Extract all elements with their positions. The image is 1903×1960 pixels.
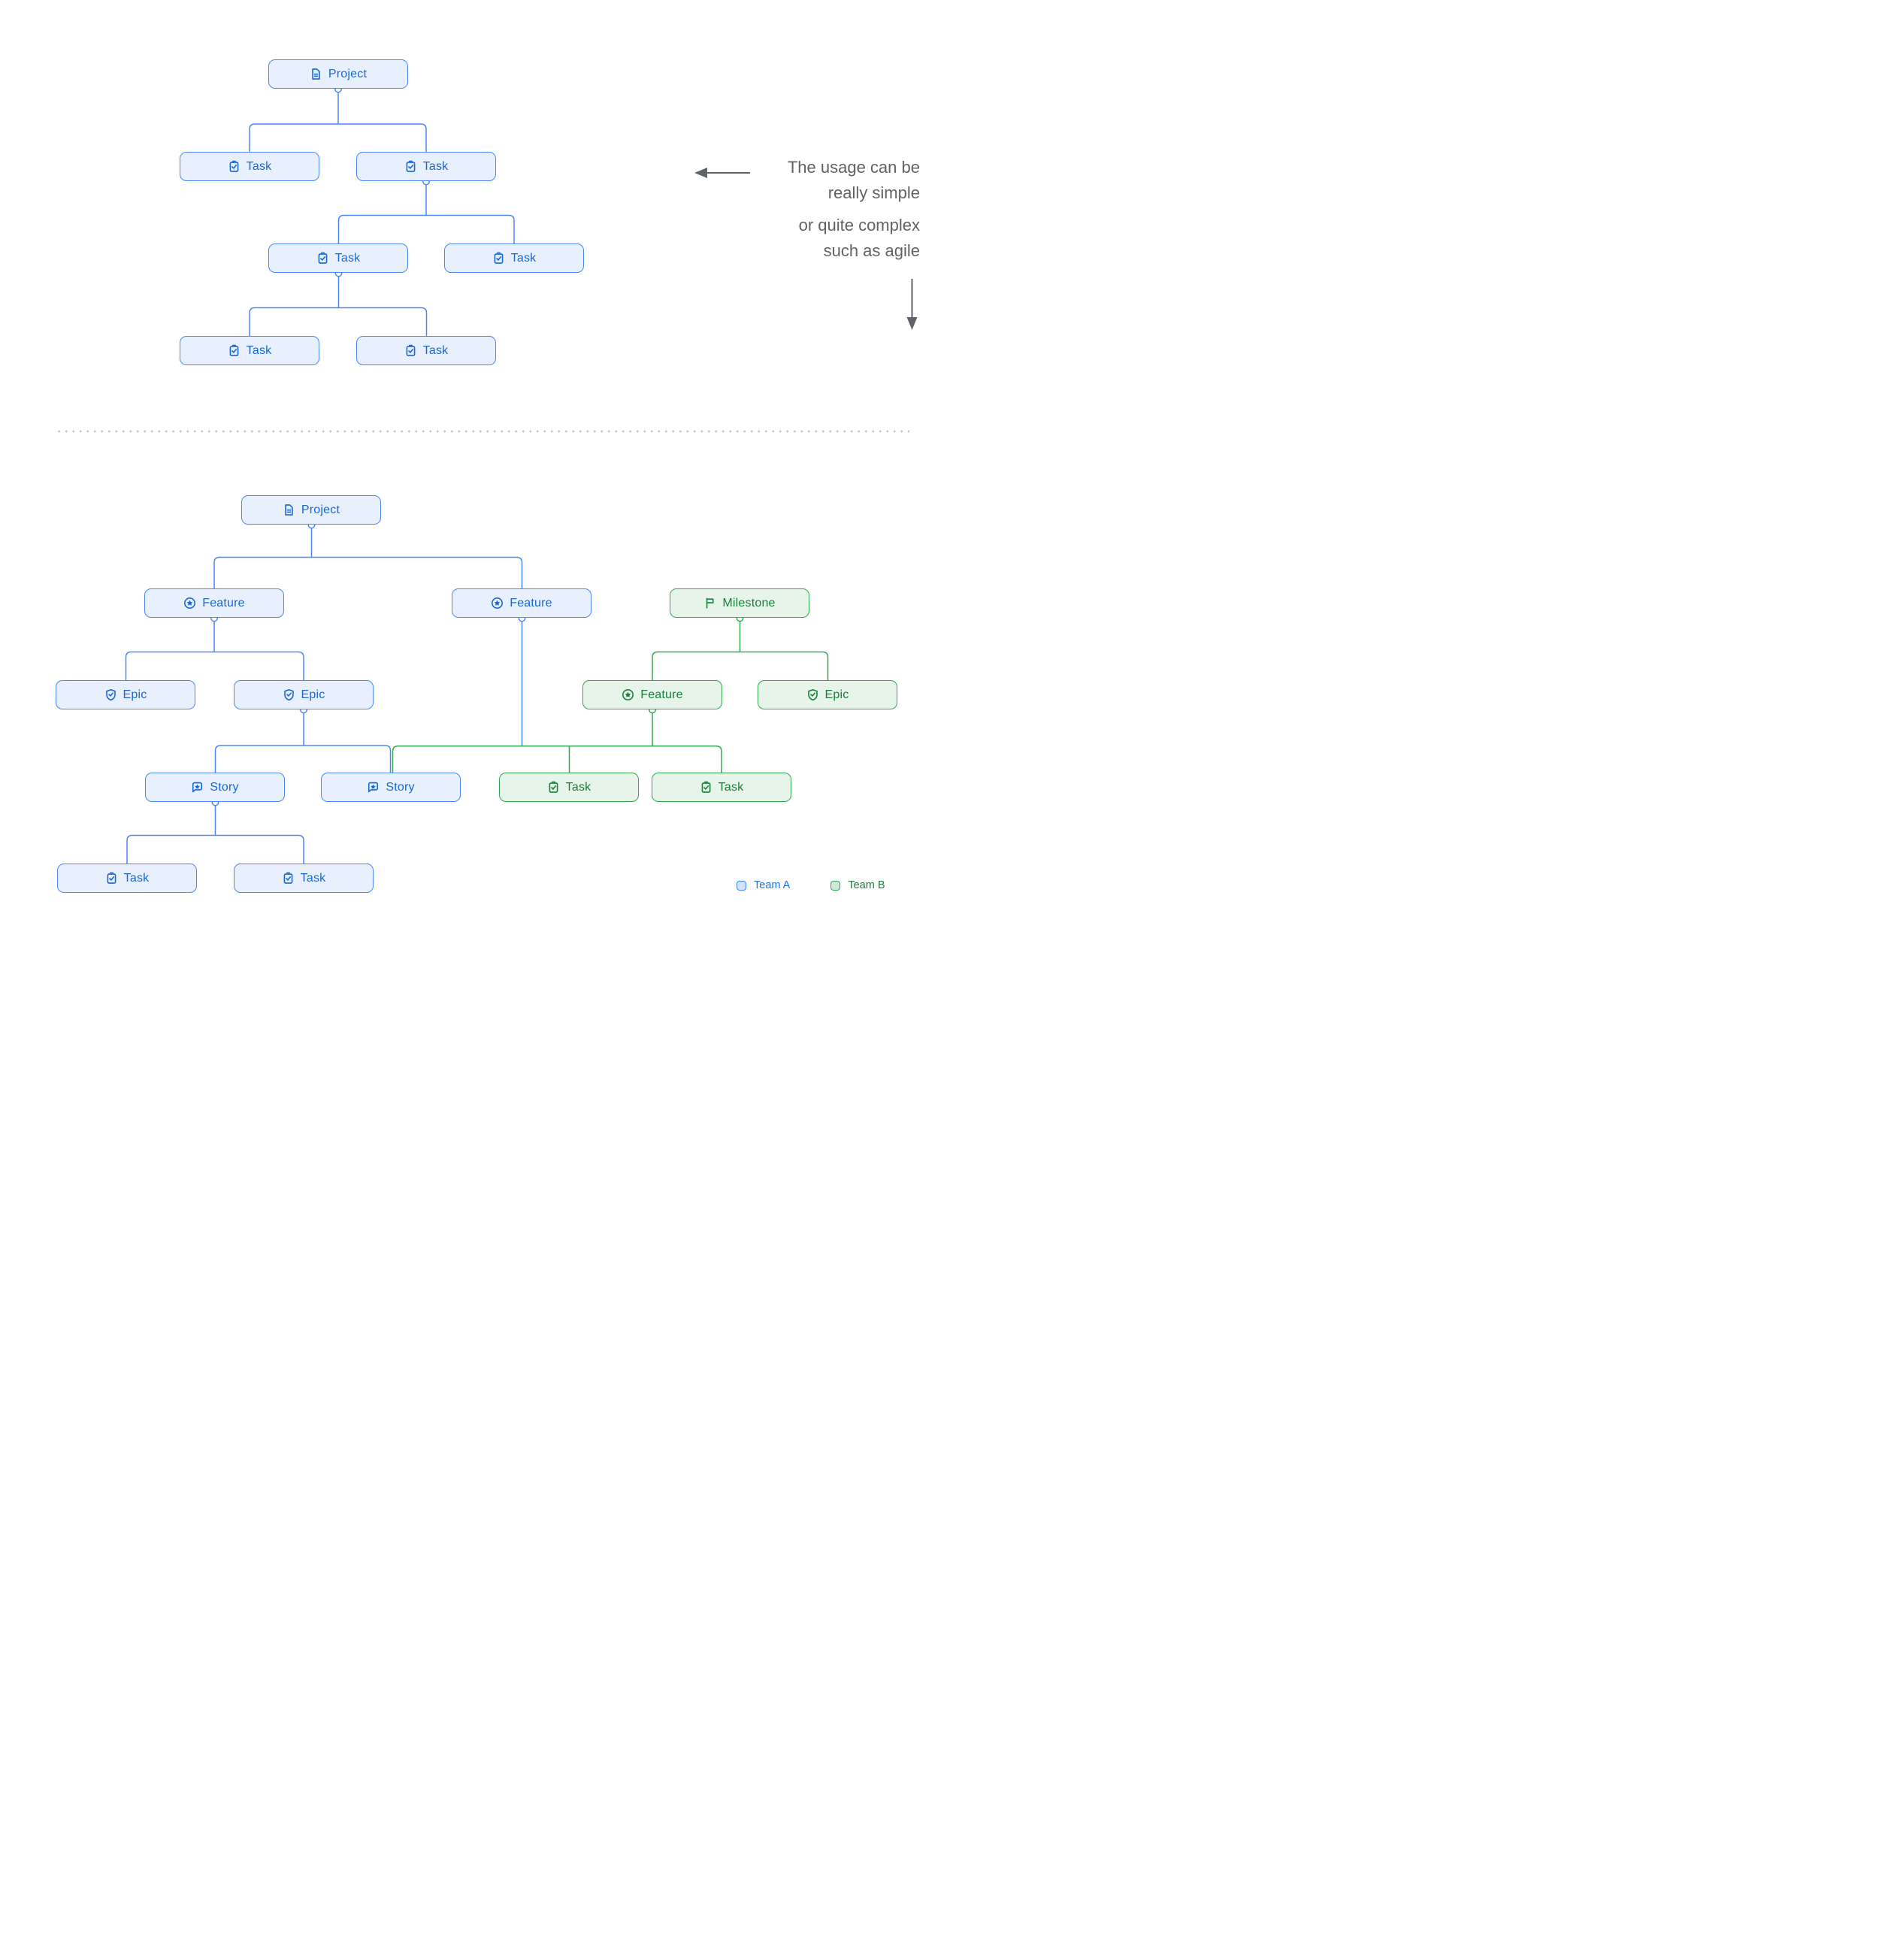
node-task: Task — [356, 152, 496, 181]
node-project: Project — [268, 59, 408, 89]
node-label: Feature — [510, 596, 552, 609]
feature-icon — [183, 597, 196, 609]
node-task: Task — [652, 773, 791, 802]
annotation-line: The usage can be — [787, 158, 920, 177]
node-task: Task — [268, 243, 408, 273]
task-icon — [228, 160, 241, 173]
epic-icon — [104, 688, 117, 701]
task-icon — [700, 781, 712, 794]
task-icon — [228, 344, 241, 357]
feature-icon — [491, 597, 504, 609]
node-task: Task — [444, 243, 584, 273]
node-label: Task — [246, 159, 272, 173]
task-icon — [282, 872, 295, 885]
node-project: Project — [241, 495, 381, 525]
legend-team-b: Team B — [830, 879, 885, 891]
node-epic: Epic — [758, 680, 897, 709]
team-b-swatch — [830, 880, 841, 891]
node-feature: Feature — [144, 588, 284, 618]
legend-label: Team A — [754, 879, 791, 891]
down-arrow — [906, 279, 918, 330]
annotation-text: The usage can be really simple or quite … — [788, 155, 920, 264]
document-icon — [283, 504, 295, 516]
node-story: Story — [145, 773, 285, 802]
node-label: Task — [123, 871, 150, 885]
node-label: Epic — [301, 688, 325, 701]
feature-icon — [622, 688, 634, 701]
node-label: Task — [246, 343, 272, 357]
task-icon — [105, 872, 118, 885]
node-epic: Epic — [56, 680, 195, 709]
annotation-line: or quite complex — [798, 216, 920, 234]
epic-icon — [283, 688, 295, 701]
task-icon — [316, 252, 329, 265]
milestone-icon — [703, 597, 716, 609]
epic-icon — [806, 688, 819, 701]
document-icon — [310, 68, 322, 80]
node-milestone: Milestone — [670, 588, 809, 618]
node-label: Task — [334, 251, 361, 265]
node-label: Task — [422, 159, 449, 173]
node-label: Milestone — [722, 596, 776, 609]
node-feature: Feature — [582, 680, 722, 709]
task-icon — [492, 252, 505, 265]
story-icon — [367, 781, 380, 794]
node-epic: Epic — [234, 680, 374, 709]
node-task: Task — [180, 336, 319, 365]
node-label: Story — [210, 780, 239, 794]
dotted-divider — [56, 430, 909, 433]
node-label: Feature — [640, 688, 683, 701]
team-a-swatch — [737, 880, 746, 891]
node-label: Task — [565, 780, 591, 794]
node-story: Story — [321, 773, 461, 802]
node-task: Task — [234, 864, 374, 893]
legend: Team A Team B — [737, 879, 885, 891]
annotation-line: such as agile — [823, 241, 920, 260]
node-label: Feature — [202, 596, 245, 609]
annotation-line: really simple — [827, 183, 920, 202]
story-icon — [191, 781, 204, 794]
task-icon — [404, 160, 417, 173]
node-task: Task — [57, 864, 197, 893]
left-arrow — [694, 168, 750, 178]
node-label: Epic — [123, 688, 147, 701]
connector-lines — [125, 85, 918, 864]
node-label: Epic — [824, 688, 849, 701]
node-label: Task — [300, 871, 326, 885]
node-task: Task — [356, 336, 496, 365]
node-feature: Feature — [452, 588, 591, 618]
node-label: Story — [386, 780, 415, 794]
node-label: Project — [301, 503, 340, 516]
node-label: Task — [510, 251, 537, 265]
diagram-canvas: Project Task Task Task Task Task Task Th… — [0, 0, 952, 980]
legend-label: Team B — [848, 879, 885, 891]
node-task: Task — [180, 152, 319, 181]
legend-team-a: Team A — [737, 879, 790, 891]
node-label: Task — [718, 780, 744, 794]
task-icon — [547, 781, 560, 794]
task-icon — [404, 344, 417, 357]
node-label: Task — [422, 343, 449, 357]
node-task: Task — [499, 773, 639, 802]
node-label: Project — [328, 67, 368, 80]
